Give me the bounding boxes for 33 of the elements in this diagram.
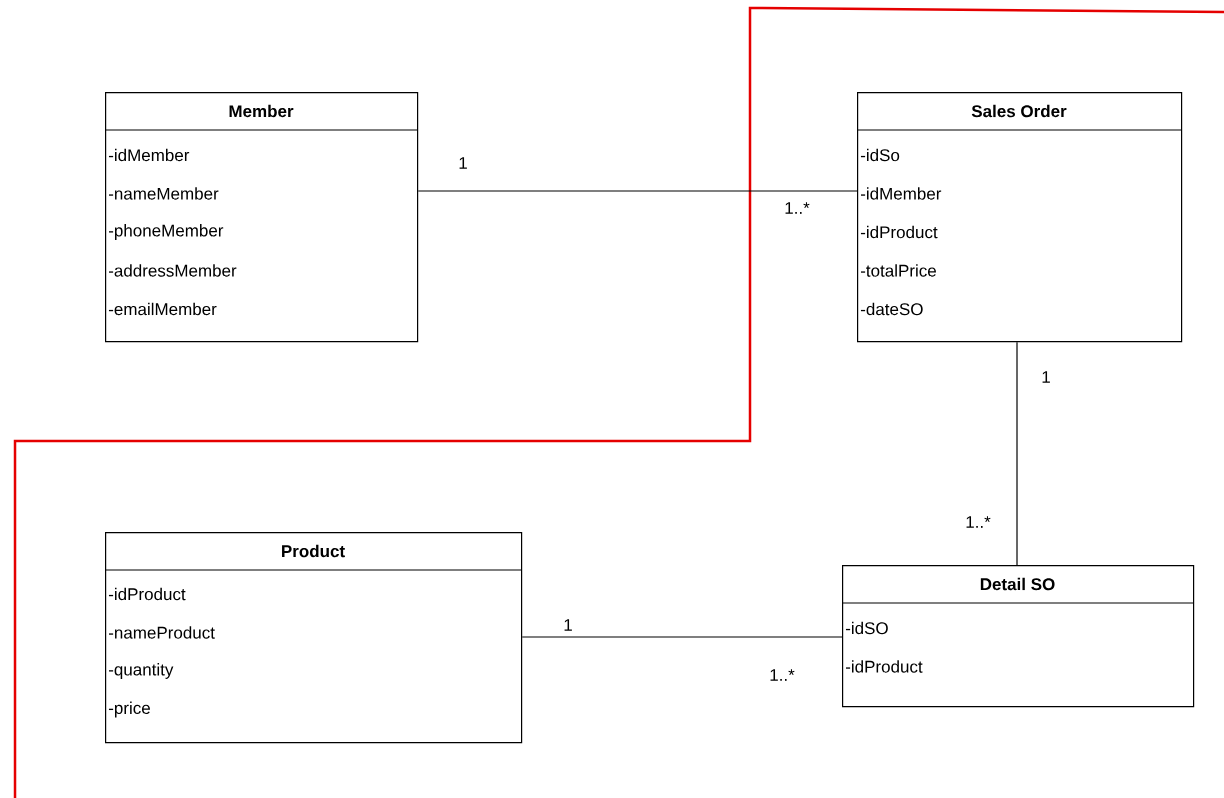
attribute-text: -nameMember	[108, 187, 219, 200]
class-box	[856, 92, 1183, 343]
attribute-text: -nameProduct	[108, 626, 215, 639]
attribute-text: -addressMember	[108, 264, 237, 277]
multiplicity-label: 1..*	[966, 516, 991, 528]
attribute-text: -idSo	[860, 148, 900, 162]
multiplicity-label: 1..*	[770, 669, 795, 681]
association-line	[417, 190, 858, 192]
multiplicity-label: 1	[1042, 371, 1050, 383]
class-box	[104, 92, 419, 343]
attribute-text: -dateSO	[860, 302, 923, 316]
attribute-text: -idMember	[108, 148, 190, 162]
association-line	[521, 636, 843, 638]
multiplicity-label: 1..*	[785, 202, 810, 214]
class-box	[104, 532, 523, 744]
attribute-text: -idProduct	[108, 587, 186, 601]
multiplicity-label: 1	[459, 157, 467, 169]
attribute-text: -idMember	[860, 187, 942, 200]
class-name: Detail SO	[980, 577, 1055, 591]
attribute-text: -price	[108, 701, 150, 718]
attribute-text: -idSO	[845, 621, 888, 635]
attribute-text: -emailMember	[108, 302, 217, 316]
class-name: Member	[229, 104, 294, 118]
class-box	[841, 565, 1195, 708]
attribute-text: -idProduct	[845, 660, 923, 673]
attribute-text: -totalPrice	[860, 264, 936, 277]
class-name: Product	[282, 544, 345, 558]
attribute-text: -phoneMember	[108, 224, 224, 240]
attribute-text: -quantity	[108, 663, 174, 679]
multiplicity-label: 1	[564, 619, 572, 631]
association-line	[1016, 341, 1018, 566]
class-name: Sales Order	[971, 104, 1067, 118]
attribute-text: -idProduct	[860, 225, 938, 239]
